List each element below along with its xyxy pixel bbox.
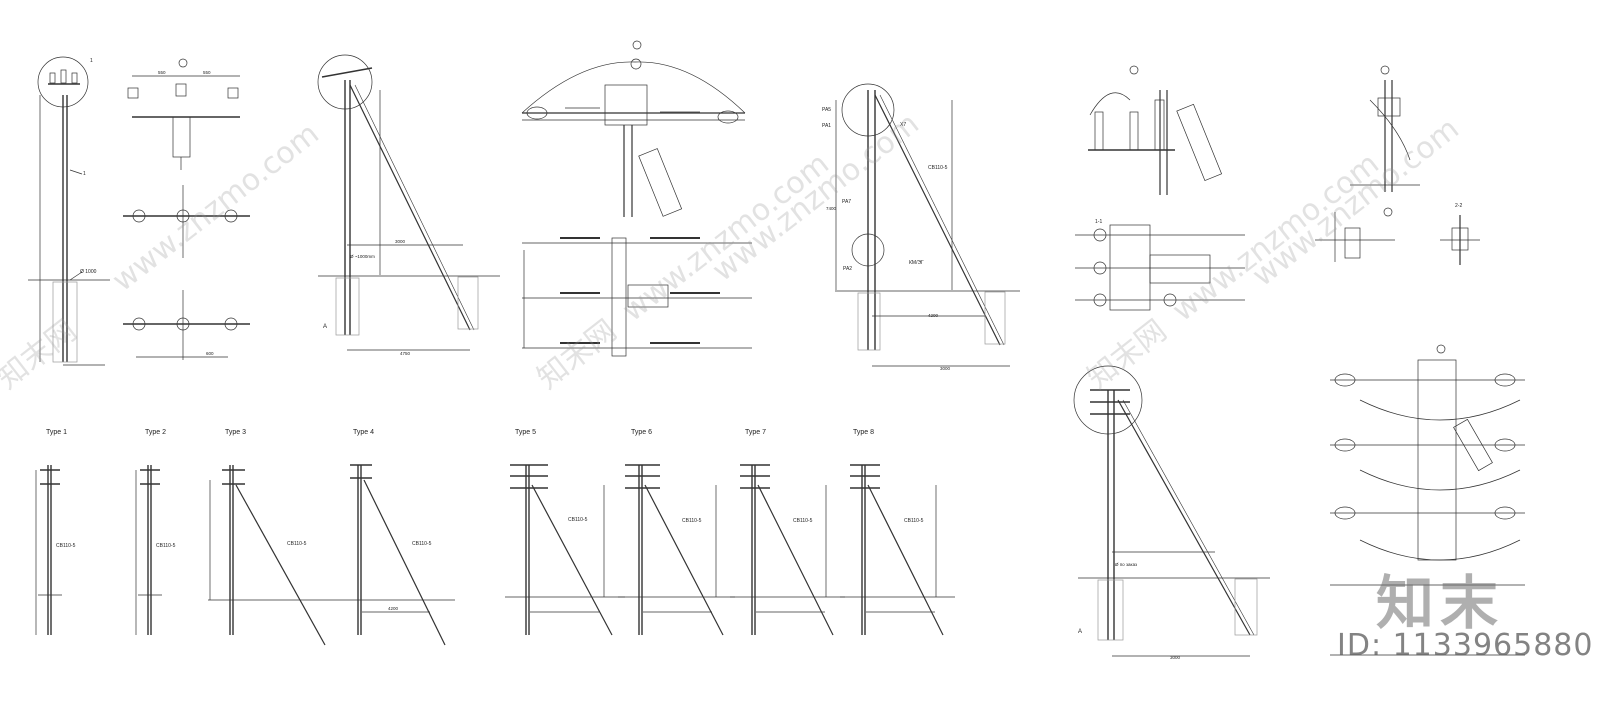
pole-drawing-1: 1 1 Ø 1000 [28, 56, 110, 366]
dim-4750: 4750 [400, 351, 411, 356]
svg-text:1: 1 [90, 58, 93, 64]
dim-4200-type4: 4200 [388, 606, 399, 611]
section-11: 1-1 [1095, 219, 1102, 225]
type-5-pole: CB110-5 [505, 464, 625, 636]
dim-diameter-2: Ø ~1000mm [350, 254, 375, 259]
cb-label-type5: CB110-5 [568, 517, 588, 523]
dim-3000-right: 3000 [1170, 655, 1181, 660]
section-a-1: A [323, 324, 327, 330]
type-7-pole: CB110-5 [730, 464, 845, 636]
cb-label-type7: CB110-5 [793, 518, 813, 524]
cb-label-type1: CB110-5 [56, 543, 76, 549]
pole-drawing-6: CB110-5 PA5 PA1 PA2 PA7 X7 КМ/ЭГ 4200 30… [822, 83, 1020, 371]
crossarm-detail: 550 550 600 [123, 58, 250, 360]
type-label-8: Type 8 [853, 429, 875, 436]
label-pa7: PA7 [842, 199, 851, 205]
type-8-pole: CB110-5 [840, 464, 955, 636]
cb-label-type3: CB110-5 [287, 541, 307, 547]
type-1-pole: CB110-5 [35, 465, 76, 635]
label-km: КМ/ЭГ [909, 260, 924, 266]
dim-4200-pole6: 4200 [928, 313, 939, 318]
type-label-2: Type 2 [145, 429, 167, 436]
type-3-pole: CB110-5 [208, 465, 335, 646]
insulator-assembly-top [521, 40, 746, 217]
type-6-pole: CB110-5 [618, 464, 735, 636]
label-pa5: PA5 [822, 107, 831, 113]
section-22: 2-2 [1455, 203, 1462, 209]
svg-text:1: 1 [83, 171, 86, 177]
cb-label-pole6: CB110-5 [928, 165, 948, 171]
type-label-6: Type 6 [631, 429, 653, 436]
image-id: ID: 1133965880 [1337, 628, 1594, 663]
cb-label-type2: CB110-5 [156, 543, 176, 549]
dim-diameter-3: Ø по заказ [1115, 562, 1137, 567]
type-4-pole: CB110-5 4200 [335, 464, 455, 646]
dim-550: 550 [158, 70, 166, 75]
dim-600: 600 [206, 351, 214, 356]
equipment-detail-right: 1-1 [1075, 65, 1245, 311]
brand-logo: 知末 [1376, 569, 1505, 637]
label-pa1: PA1 [822, 123, 831, 129]
insulator-string-plan [522, 237, 752, 357]
svg-text:3000: 3000 [395, 239, 406, 244]
type-2-pole: CB110-5 [135, 465, 176, 635]
cb-label-type6: CB110-5 [682, 518, 702, 524]
pole-drawing-3: A Ø ~1000mm 4750 3000 [317, 54, 500, 356]
pole-drawing-right: A Ø по заказ 3000 [1073, 365, 1270, 660]
type-label-4: Type 4 [353, 429, 375, 436]
section-a-2: A [1078, 629, 1082, 635]
type-label-7: Type 7 [745, 429, 767, 436]
type-label-5: Type 5 [515, 429, 537, 436]
dim-diameter-1: Ø 1000 [80, 269, 97, 275]
type-label-1: Type 1 [46, 429, 68, 436]
label-pa2: PA2 [843, 266, 852, 272]
equipment-detail-far-right: 2-2 [1315, 65, 1480, 265]
label-x7: X7 [900, 122, 906, 128]
type-label-3: Type 3 [225, 429, 247, 436]
insulator-stack-plan [1330, 344, 1525, 656]
svg-text:550: 550 [203, 70, 211, 75]
dim-7400: 7400 [826, 206, 837, 211]
cb-label-type8: CB110-5 [904, 518, 924, 524]
dim-3000-pole6: 3000 [940, 366, 951, 371]
cb-label-type4: CB110-5 [412, 541, 432, 547]
